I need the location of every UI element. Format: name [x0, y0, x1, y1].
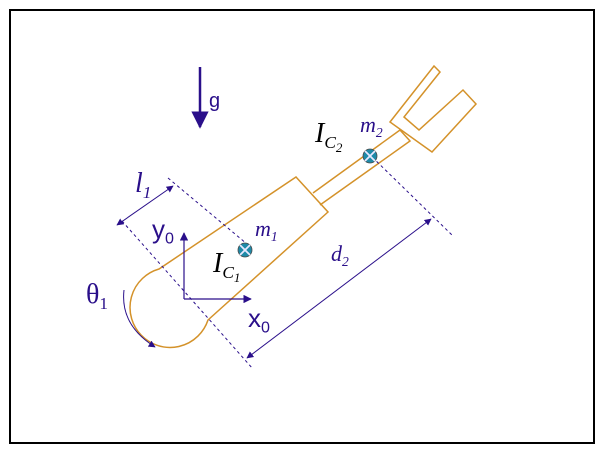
- dashed-line-l1-ref: [167, 177, 248, 245]
- theta1-rotation-arrow: [123, 289, 156, 348]
- mass-center-2-marker: [362, 148, 378, 164]
- theta1-label: θ1: [86, 279, 109, 314]
- m1-label: m1: [255, 216, 278, 244]
- dashed-line-joint-axis: [121, 220, 254, 370]
- d2-dimension-arrow: [246, 218, 432, 359]
- d2-label: d2: [331, 241, 349, 269]
- y0-label: y0: [152, 214, 174, 248]
- mass-center-1-marker: [237, 242, 253, 258]
- x0-label: x0: [248, 303, 270, 337]
- gravity-label: g: [209, 90, 221, 112]
- dashed-line-d2-ref: [367, 152, 454, 237]
- ic2-label: IC2: [315, 118, 343, 155]
- m2-label: m2: [360, 112, 383, 140]
- ic1-label: IC1: [213, 248, 241, 285]
- gripper: [388, 64, 478, 153]
- link-1-body: [129, 176, 330, 349]
- link-2-rod: [312, 128, 412, 206]
- l1-dimension-arrow: [116, 185, 174, 226]
- l1-label: l1: [135, 168, 152, 203]
